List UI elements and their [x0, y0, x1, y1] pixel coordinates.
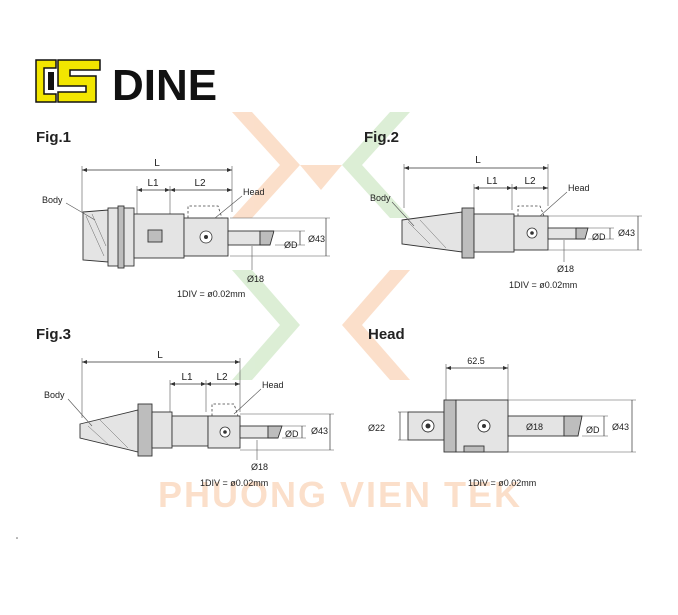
- watermark-logo-icon: [232, 112, 410, 380]
- figure-2-title: Fig.2: [364, 129, 399, 146]
- stray-dot: [16, 537, 18, 539]
- fig3-body-label: Body: [44, 390, 65, 400]
- fig3-dim-L2: L2: [216, 372, 228, 383]
- fig2-head-label: Head: [568, 183, 590, 193]
- head-dim-62-5: 62.5: [467, 356, 485, 366]
- brand-logo: DINE: [35, 59, 217, 110]
- head-dim-o18: Ø18: [526, 422, 543, 432]
- fig1-dim-L1: L1: [147, 178, 159, 189]
- figure-1-title: Fig.1: [36, 129, 71, 146]
- fig3-dim-L1: L1: [181, 372, 193, 383]
- figure-3-title: Fig.3: [36, 326, 71, 343]
- fig2-dim-od: ØD: [592, 232, 606, 242]
- fig2-dim-o18: Ø18: [557, 264, 574, 274]
- fig1-dim-o43: Ø43: [308, 234, 325, 244]
- fig1-caption: 1DIV = ø0.02mm: [177, 289, 245, 299]
- fig3-dim-o18: Ø18: [251, 462, 268, 472]
- fig3-dim-L: L: [157, 350, 163, 361]
- fig3-dim-o43: Ø43: [311, 426, 328, 436]
- figure-head-title: Head: [368, 326, 405, 343]
- watermark: PHUONG VIEN TEK: [158, 112, 522, 515]
- fig2-dim-L1: L1: [486, 176, 498, 187]
- fig2-body-label: Body: [370, 193, 391, 203]
- fig1-head-label: Head: [243, 187, 265, 197]
- fig1-dim-od: ØD: [284, 240, 298, 250]
- fig1-dim-o18: Ø18: [247, 274, 264, 284]
- fig1-body-label: Body: [42, 195, 63, 205]
- dine-logo-icon: [35, 59, 101, 103]
- head-dim-od: ØD: [586, 425, 600, 435]
- head-dim-o22: Ø22: [368, 423, 385, 433]
- figure-2: Fig.2 L L1 L2 Body Head ØD Ø43: [364, 129, 642, 290]
- figure-head: Head 62.5 Ø22 Ø18 ØD Ø43 1DIV = ø0.02mm: [368, 326, 636, 488]
- fig2-dim-L2: L2: [524, 176, 536, 187]
- brand-name: DINE: [112, 61, 217, 110]
- fig3-head-label: Head: [262, 380, 284, 390]
- head-caption: 1DIV = ø0.02mm: [468, 478, 536, 488]
- figure-1: Fig.1 L L1 L2 Body Head: [36, 129, 330, 299]
- fig2-dim-L: L: [475, 155, 481, 166]
- fig3-caption: 1DIV = ø0.02mm: [200, 478, 268, 488]
- fig2-caption: 1DIV = ø0.02mm: [509, 280, 577, 290]
- figure-3: Fig.3 L L1 L2 Body Head ØD: [36, 326, 334, 488]
- fig1-dim-L: L: [154, 158, 160, 169]
- fig1-dim-L2: L2: [194, 178, 206, 189]
- watermark-text: PHUONG VIEN TEK: [158, 474, 522, 515]
- fig3-dim-od: ØD: [285, 429, 299, 439]
- head-dim-o43: Ø43: [612, 422, 629, 432]
- fig2-dim-o43: Ø43: [618, 228, 635, 238]
